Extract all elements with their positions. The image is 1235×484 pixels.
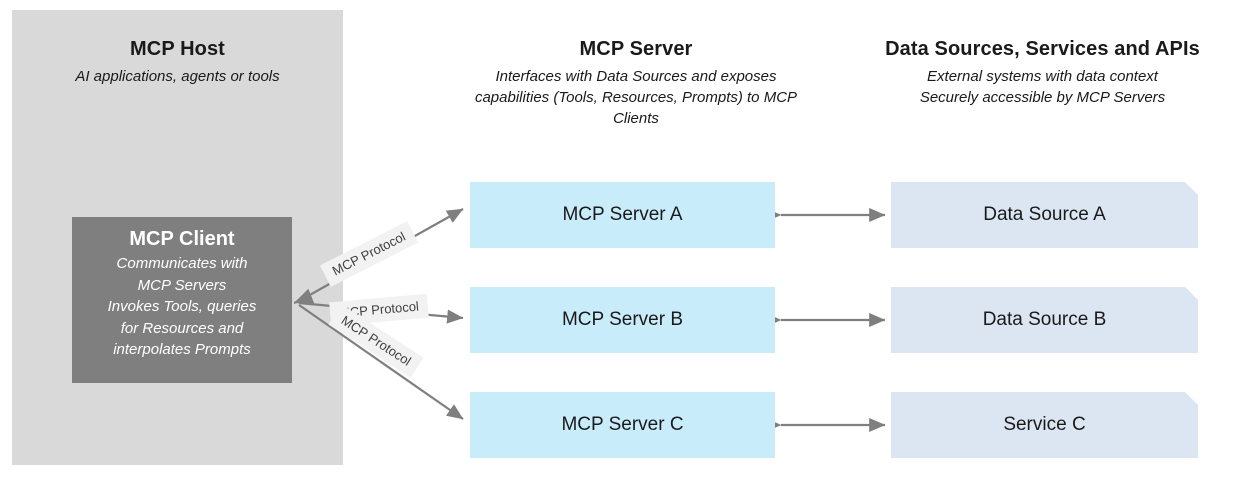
- mcp-server-c-label: MCP Server C: [561, 414, 684, 435]
- column-header-server: MCP Server Interfaces with Data Sources …: [470, 36, 802, 129]
- data-source-b-label: Data Source B: [982, 309, 1107, 330]
- column-subtitle-host: AI applications, agents or tools: [75, 68, 280, 85]
- column-title-server: MCP Server: [579, 38, 693, 60]
- column-title-host: MCP Host: [130, 38, 225, 60]
- column-header-data-sources: Data Sources, Services and APIs External…: [855, 36, 1230, 108]
- data-source-a-label: Data Source A: [983, 204, 1106, 225]
- service-c-label: Service C: [1003, 414, 1086, 435]
- service-c-box[interactable]: Service C: [891, 392, 1198, 458]
- mcp-server-b-box[interactable]: MCP Server B: [470, 287, 775, 353]
- mcp-server-a-box[interactable]: MCP Server A: [470, 182, 775, 248]
- data-source-a-box[interactable]: Data Source A: [891, 182, 1198, 248]
- mcp-server-a-label: MCP Server A: [562, 204, 683, 225]
- column-title-data-sources: Data Sources, Services and APIs: [885, 38, 1200, 60]
- mcp-server-b-label: MCP Server B: [561, 309, 684, 330]
- column-header-host: MCP Host AI applications, agents or tool…: [12, 36, 343, 87]
- column-subtitle-server: Interfaces with Data Sources and exposes…: [474, 68, 798, 127]
- mcp-client-title: MCP Client: [129, 228, 235, 250]
- mcp-server-c-box[interactable]: MCP Server C: [470, 392, 775, 458]
- data-source-b-box[interactable]: Data Source B: [891, 287, 1198, 353]
